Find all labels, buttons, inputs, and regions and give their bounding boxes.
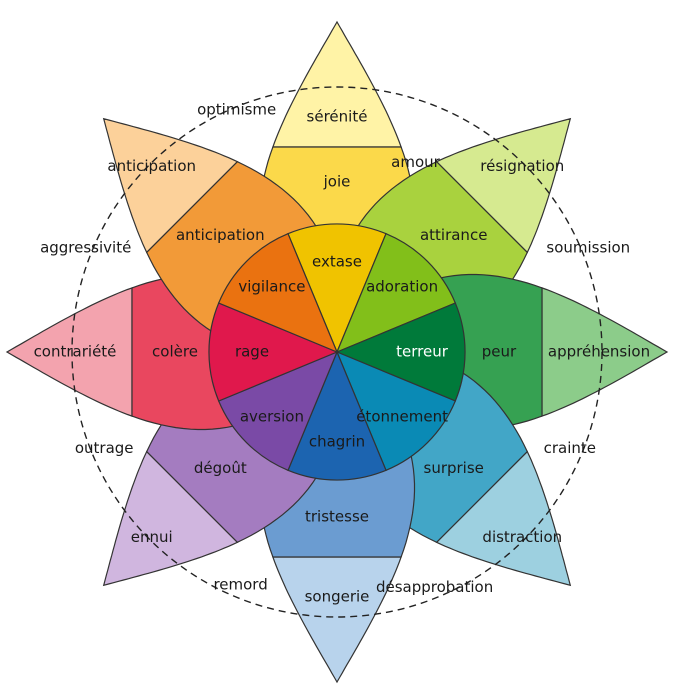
label-anticipation-inner: vigilance — [238, 277, 305, 295]
petal-anger-inner — [208, 302, 339, 402]
label-disgust-middle: dégoût — [194, 459, 247, 477]
petal-joy-inner — [287, 223, 387, 354]
petal-surprise-inner — [335, 350, 457, 472]
label-disgust-outer: ennui — [131, 528, 173, 546]
petal-sadness-inner — [287, 350, 387, 481]
label-joy-middle: joie — [323, 173, 351, 191]
petal-fear-outer — [541, 287, 669, 417]
petal-anger-outer — [5, 287, 133, 417]
label-fear-outer: appréhension — [548, 343, 650, 361]
label-surprise-outer: distraction — [482, 528, 562, 546]
petal-joy-outer — [272, 20, 402, 148]
label-sadness-middle: tristesse — [305, 508, 369, 526]
petals-layer — [5, 20, 669, 684]
label-fear-middle: peur — [482, 343, 517, 361]
label-surprise-inner: étonnement — [356, 408, 448, 426]
label-surprise-middle: surprise — [424, 459, 484, 477]
label-trust-middle: attirance — [420, 226, 487, 244]
petal-disgust-inner — [217, 350, 339, 472]
label-anticipation-outer: anticipation — [107, 157, 196, 175]
label-trust-outer: résignation — [480, 157, 564, 175]
petal-anticipation-inner — [217, 232, 339, 354]
label-fear-inner: terreur — [396, 343, 449, 361]
label-anger-inner: rage — [235, 343, 269, 361]
label-sadness-outer: songerie — [305, 588, 370, 606]
label-combo-0: amour — [391, 153, 440, 171]
labels-layer: extase joie sérénité adoration attirance rési… — [34, 100, 651, 605]
label-combo-1: soumission — [546, 238, 630, 256]
label-combo-7: optimisme — [197, 100, 276, 118]
petal-trust-outer — [435, 117, 572, 254]
label-combo-4: remord — [213, 575, 267, 593]
label-joy-inner: extase — [312, 253, 362, 271]
label-disgust-inner: aversion — [240, 408, 304, 426]
petal-sadness-outer — [272, 556, 402, 684]
label-combo-3: désapprobation — [376, 578, 493, 596]
label-anticipation-middle: anticipation — [176, 226, 265, 244]
petal-anticipation-outer — [102, 117, 239, 254]
combination-ring — [71, 86, 603, 618]
label-combo-5: outrage — [75, 439, 134, 457]
label-sadness-inner: chagrin — [309, 433, 365, 451]
petal-trust-inner — [335, 232, 457, 354]
petal-disgust-outer — [102, 450, 239, 587]
petal-fear-inner — [335, 302, 466, 402]
petal-surprise-outer — [435, 450, 572, 587]
label-combo-2: crainte — [544, 439, 596, 457]
label-joy-outer: sérénité — [307, 108, 368, 126]
label-combo-6: aggressivité — [40, 238, 131, 256]
label-trust-inner: adoration — [366, 277, 438, 295]
label-anger-outer: contrariété — [34, 343, 117, 361]
label-anger-middle: colère — [152, 343, 198, 361]
